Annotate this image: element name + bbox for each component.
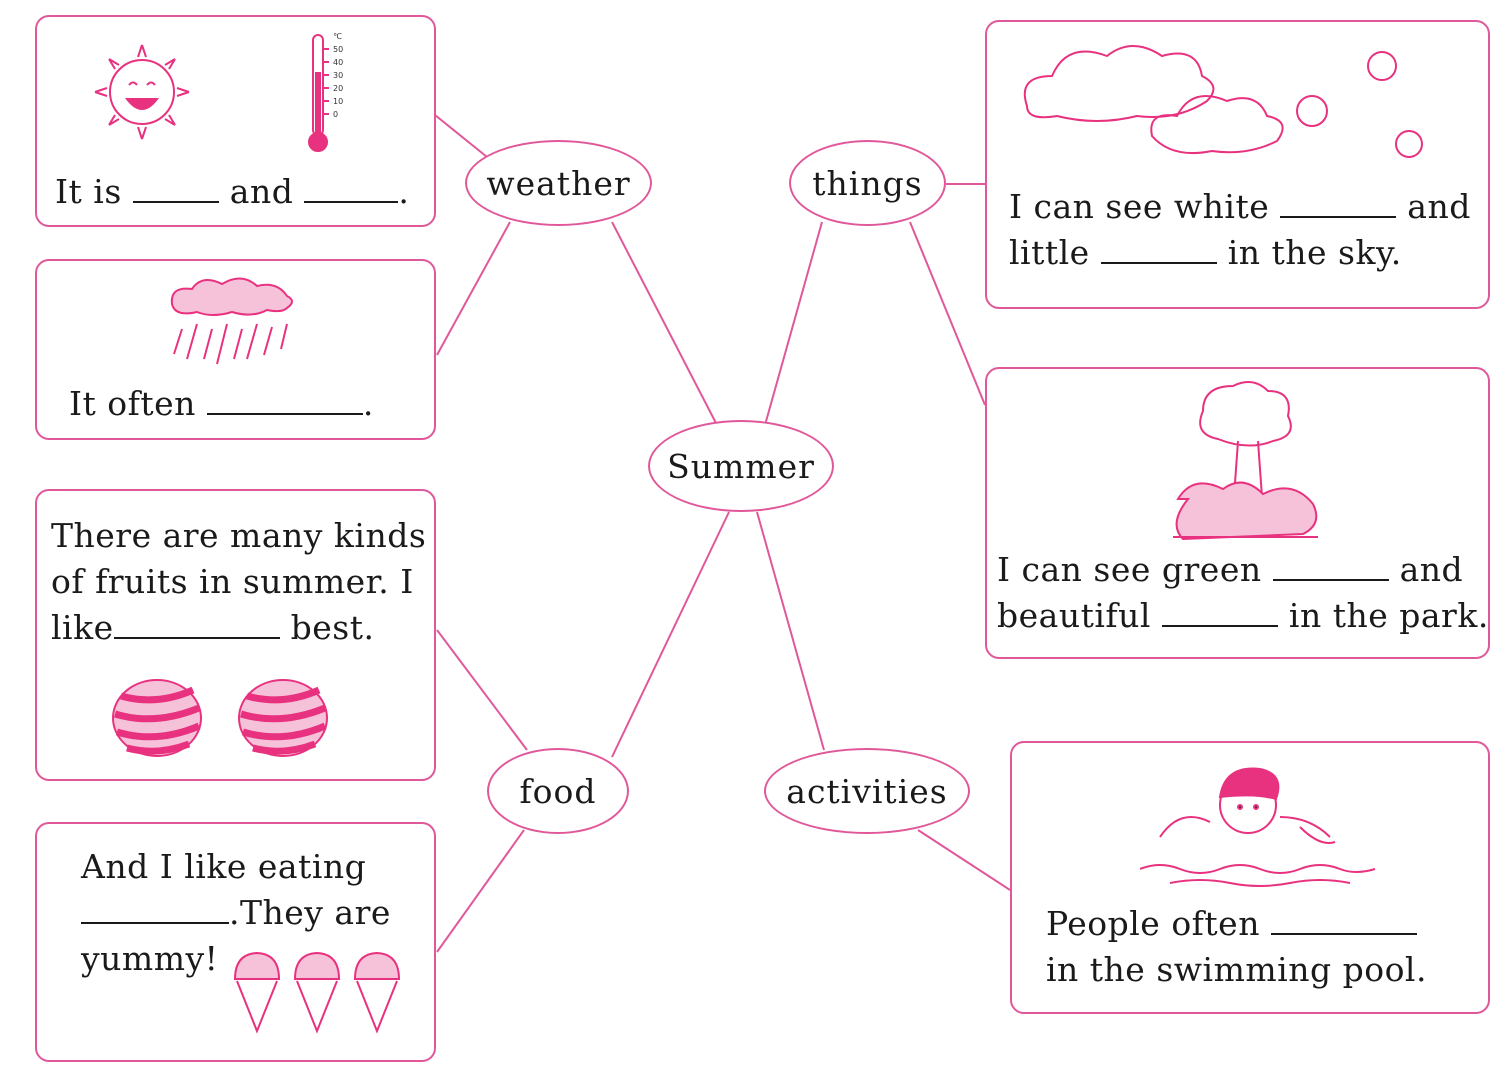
text-fragment: yummy!: [81, 939, 219, 978]
text-fragment: and: [1399, 550, 1464, 589]
icecream-line-2: .They are: [81, 890, 391, 936]
center-node-label: Summer: [667, 446, 815, 486]
text-fragment: little: [1009, 233, 1090, 272]
thermometer-unit: ℃: [333, 32, 342, 41]
blank-2[interactable]: [1161, 595, 1278, 627]
card-fruit: There are many kinds of fruits in summer…: [35, 489, 436, 781]
clouds-birds-icon: [1023, 45, 1423, 158]
center-node-summer: Summer: [648, 420, 834, 512]
sky-line-1: I can see white and: [1009, 184, 1471, 230]
weather-sunny-sentence: It is and .: [55, 169, 409, 215]
rain-cloud-icon: [170, 277, 293, 365]
connector-center-activities: [756, 511, 825, 751]
blank-1[interactable]: [132, 171, 219, 203]
blank-1[interactable]: [206, 383, 363, 415]
text-fragment: best.: [290, 608, 375, 647]
text-fragment: in the park.: [1288, 596, 1489, 635]
fruit-line-3: like best.: [51, 605, 374, 651]
text-fragment: and: [229, 172, 294, 211]
fruit-line-2: of fruits in summer. I: [51, 559, 414, 605]
connector-weather-rain: [436, 221, 511, 356]
connector-food-icecream: [436, 829, 525, 953]
thermometer-icon: ℃ 50 40 30 20 10 0: [308, 32, 343, 152]
thermometer-tick: 30: [333, 71, 343, 80]
node-food: food: [487, 748, 629, 834]
text-fragment: People often: [1046, 904, 1260, 943]
text-fragment: in the swimming pool.: [1046, 950, 1427, 989]
text-fragment: .: [362, 384, 374, 423]
connector-food-fruit: [436, 629, 528, 751]
card-sky: I can see white and little in the sky.: [985, 20, 1490, 309]
park-line-1: I can see green and: [997, 547, 1463, 593]
watermelon-icon: [112, 679, 328, 757]
text-fragment: like: [51, 608, 114, 647]
blank-2[interactable]: [1100, 232, 1217, 264]
text-fragment: And I like eating: [81, 847, 367, 886]
text-fragment: There are many kinds: [51, 516, 427, 555]
connector-center-things: [764, 221, 823, 426]
node-things-label: things: [812, 163, 923, 203]
text-fragment: in the sky.: [1227, 233, 1402, 272]
blank-1[interactable]: [1270, 903, 1417, 935]
blank-2[interactable]: [304, 171, 399, 203]
swim-line-2: in the swimming pool.: [1046, 947, 1427, 993]
node-activities: activities: [764, 748, 970, 834]
card-swim: People often in the swimming pool.: [1010, 741, 1490, 1014]
connector-center-food: [611, 511, 730, 758]
node-things: things: [789, 140, 946, 226]
fruit-line-1: There are many kinds: [51, 513, 426, 559]
thermometer-tick: 10: [333, 97, 343, 106]
blank-1[interactable]: [1272, 549, 1389, 581]
connector-things-park: [909, 221, 986, 406]
node-food-label: food: [519, 771, 597, 811]
thermometer-tick: 50: [333, 45, 343, 54]
text-fragment: and: [1407, 187, 1471, 226]
thermometer-tick: 40: [333, 58, 343, 67]
blank-1[interactable]: [1280, 186, 1397, 218]
weather-rain-sentence: It often .: [69, 381, 374, 427]
node-activities-label: activities: [786, 771, 948, 811]
icecream-line-1: And I like eating: [81, 844, 366, 890]
connector-center-weather: [611, 221, 718, 426]
swim-line-1: People often: [1046, 901, 1417, 947]
text-fragment: It often: [69, 384, 196, 423]
park-tree-icon: [1173, 381, 1318, 541]
ice-cream-icon: [233, 951, 401, 1034]
sky-line-2: little in the sky.: [1009, 230, 1402, 276]
sun-icon: [94, 44, 190, 140]
icecream-line-3: yummy!: [81, 936, 218, 982]
card-park: I can see green and beautiful in the par…: [985, 367, 1490, 659]
card-icecream: And I like eating .They are yummy!: [35, 822, 436, 1062]
node-weather-label: weather: [486, 163, 631, 203]
text-fragment: .They are: [229, 893, 391, 932]
card-weather-rain: It often .: [35, 259, 436, 440]
blank-1[interactable]: [113, 607, 280, 639]
text-fragment: I can see green: [997, 550, 1262, 589]
text-fragment: of fruits in summer. I: [51, 562, 414, 601]
connector-weather-sunny: [434, 114, 488, 158]
text-fragment: .: [398, 172, 410, 211]
text-fragment: I can see white: [1009, 187, 1270, 226]
text-fragment: beautiful: [997, 596, 1151, 635]
text-fragment: It is: [55, 172, 122, 211]
connector-activities-swim: [917, 829, 1011, 891]
card-weather-sunny: ℃ 50 40 30 20 10 0 It is and .: [35, 15, 436, 227]
node-weather: weather: [465, 140, 652, 226]
thermometer-tick: 20: [333, 84, 343, 93]
blank-1[interactable]: [81, 892, 229, 924]
park-line-2: beautiful in the park.: [997, 593, 1489, 639]
thermometer-tick: 0: [333, 110, 338, 119]
swimming-boy-icon: [1140, 767, 1376, 887]
